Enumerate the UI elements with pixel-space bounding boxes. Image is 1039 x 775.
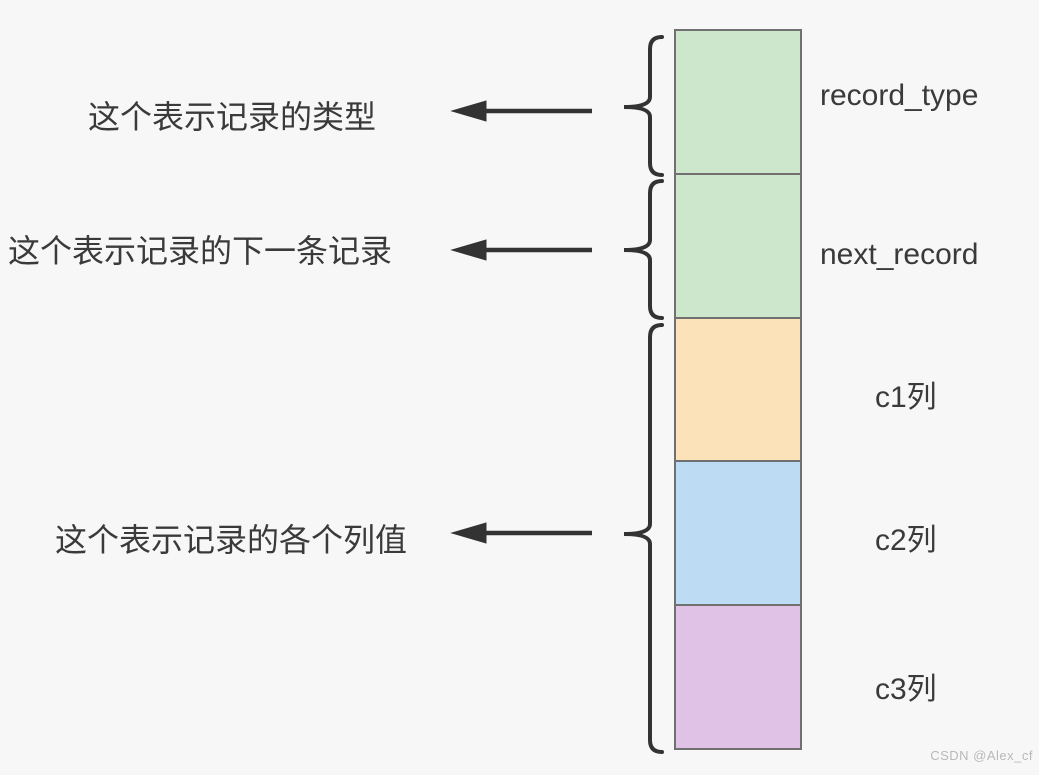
block-c2 [674,460,802,607]
label-record-type: record_type [820,79,979,112]
annotation-record-type: 这个表示记录的类型 [88,99,377,135]
arrow-left-icon [450,522,592,544]
annotation-column-values: 这个表示记录的各个列值 [55,522,408,558]
arrow-left-icon [450,239,592,261]
label-c3-column: c3列 [875,673,937,706]
arrow-left-icon [450,100,592,122]
block-next-record [674,172,802,319]
brace-next-record [623,179,664,320]
label-c2-column: c2列 [875,524,937,557]
block-c3 [674,604,802,750]
record-block-stack [674,29,802,750]
block-record-type [674,29,802,175]
brace-record-type [623,35,664,177]
block-c1 [674,316,802,463]
label-c1-column: c1列 [875,381,937,414]
label-next-record: next_record [820,238,979,271]
brace-column-values [623,323,664,754]
annotation-next-record: 这个表示记录的下一条记录 [8,233,393,269]
watermark: CSDN @Alex_cf [930,748,1033,763]
